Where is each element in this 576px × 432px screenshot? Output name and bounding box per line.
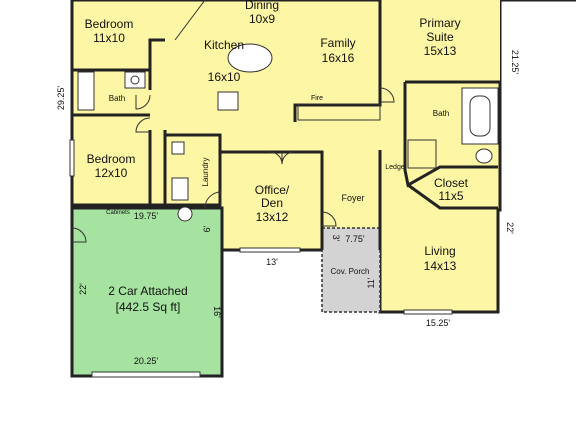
fixtures <box>77 43 499 222</box>
cabinets-label: Cabinets <box>106 210 130 216</box>
garage-name: 2 Car Attached <box>108 284 187 298</box>
closet-bench <box>407 139 437 169</box>
window-bed2 <box>69 139 75 177</box>
fire-name: Fire <box>311 95 323 102</box>
dim-garage-6: 6' <box>202 225 212 232</box>
laundry-name: Laundry <box>201 158 210 187</box>
family-size: 16x16 <box>322 51 355 65</box>
dining-size: 10x9 <box>249 12 275 26</box>
dim-garage-2025: 20.25' <box>134 356 159 366</box>
dining-name: Dining <box>245 0 279 12</box>
kitchen-name: Kitchen <box>204 38 244 52</box>
tub-2 <box>461 87 499 145</box>
porch-area <box>321 227 381 313</box>
dim-porch-11: 11' <box>366 277 376 288</box>
foyer-name: Foyer <box>341 193 364 203</box>
bathtub-1 <box>77 71 95 111</box>
dim-porch-775: 7.75' <box>345 234 365 244</box>
primary-size: 15x13 <box>424 44 457 58</box>
window-garage <box>91 371 201 378</box>
closet-size: 11x5 <box>438 189 463 203</box>
kitchen-counter <box>297 103 381 121</box>
dim-left-29: 29.25' <box>56 86 66 111</box>
dim-porch-3: 3' <box>331 235 341 242</box>
sink-1 <box>124 71 146 89</box>
bedroom1-size: 11x10 <box>93 31 125 45</box>
dim-garage-22: 22' <box>78 283 88 295</box>
kitchen-island <box>227 43 273 73</box>
dim-living-1525: 15.25' <box>426 318 451 328</box>
window-office <box>239 247 301 253</box>
door-bed2 <box>135 117 151 133</box>
garage-area-text: [442.5 Sq ft] <box>116 300 181 314</box>
door-garage <box>204 191 222 209</box>
office-size: 13x12 <box>256 210 289 224</box>
door-garage-left <box>71 227 87 243</box>
room-labels: Dining 10x9 Bedroom 11x10 Kitchen 16x10 … <box>85 0 469 314</box>
door-foyer <box>321 211 337 227</box>
interior-walls <box>72 0 500 250</box>
toilet-2 <box>475 148 493 164</box>
floor-upper-right <box>380 0 500 82</box>
garage-area <box>70 206 224 378</box>
living-name: Living <box>424 244 455 258</box>
primary-name2: Suite <box>426 30 454 44</box>
dim-garage-16: 16' <box>212 306 222 318</box>
water-heater <box>177 206 193 222</box>
window-living <box>403 309 453 315</box>
porch-name: Cov. Porch <box>331 267 370 276</box>
house-floor <box>70 0 576 314</box>
laundry-machine <box>171 177 189 201</box>
office-name: Office/ <box>255 183 290 197</box>
bedroom2-name: Bedroom <box>87 152 136 166</box>
dim-office-13: 13' <box>266 257 278 267</box>
doors <box>71 87 395 243</box>
dim-living-22: 22' <box>505 222 515 234</box>
stove <box>217 91 239 111</box>
dim-right-21: 21.25' <box>510 50 520 75</box>
tub-2-inner <box>469 95 491 137</box>
sink-1-bowl <box>130 75 140 85</box>
family-name: Family <box>320 36 355 50</box>
laundry-machine-2 <box>171 141 185 155</box>
bath2-name: Bath <box>433 109 449 118</box>
bath1-name: Bath <box>109 94 125 103</box>
kitchen-size: 16x10 <box>208 70 241 84</box>
primary-name: Primary <box>419 16 460 30</box>
office-name2: Den <box>261 196 283 210</box>
door-office-2 <box>281 151 295 165</box>
dimension-labels: 29.25' 21.25' 19.75' 6' 13' 7.75' 3' 11'… <box>56 50 520 366</box>
ledge-name: Ledge <box>385 164 405 171</box>
dim-garage-top: 19.75' <box>134 211 159 221</box>
door-bath1 <box>135 94 151 110</box>
living-size: 14x13 <box>424 259 457 273</box>
bedroom1-name: Bedroom <box>85 17 134 31</box>
bedroom2-size: 12x10 <box>95 166 128 180</box>
door-primary <box>379 87 395 103</box>
windows <box>69 139 453 378</box>
closet-name: Closet <box>434 176 469 190</box>
